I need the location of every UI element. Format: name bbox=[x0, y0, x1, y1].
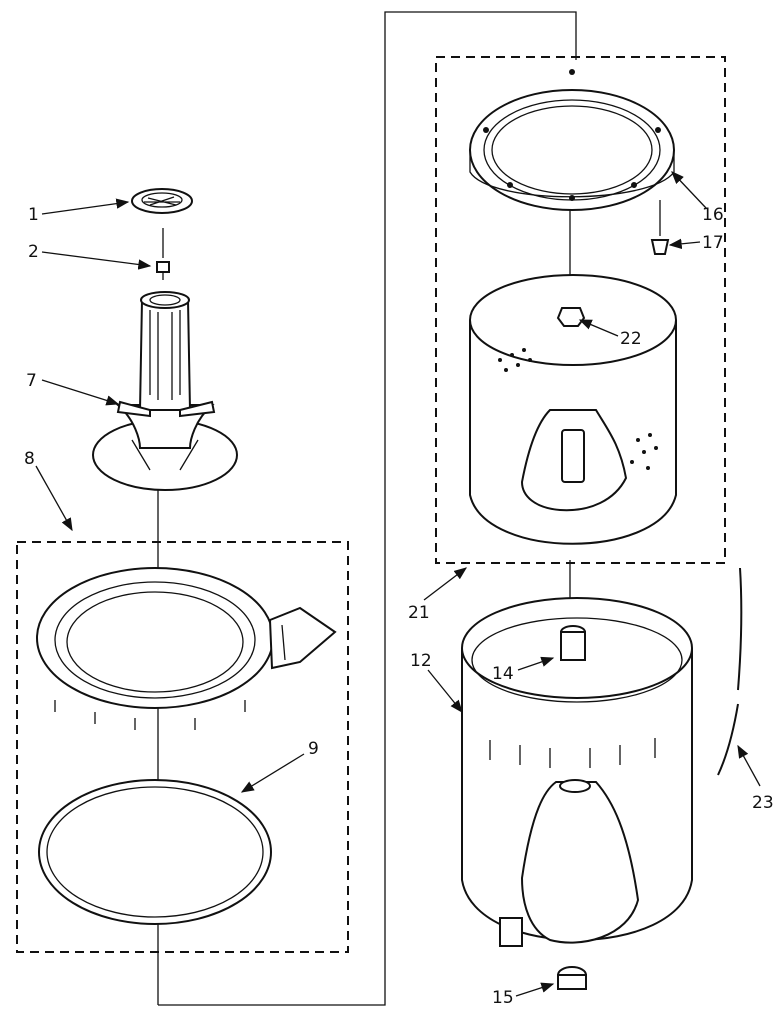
callout-arrows bbox=[35, 171, 761, 997]
assembly-8-box bbox=[16, 541, 349, 953]
drain-fitting-part bbox=[557, 966, 587, 990]
agitator-part bbox=[92, 291, 238, 491]
spin-basket-part bbox=[469, 274, 677, 545]
callout-23: 23 bbox=[752, 793, 774, 813]
tub-ring-part bbox=[36, 567, 337, 730]
callout-15: 15 bbox=[492, 988, 514, 1008]
callout-14: 14 bbox=[492, 664, 514, 684]
callout-labels: 1 2 7 8 9 12 14 15 16 17 21 22 23 bbox=[24, 205, 774, 1008]
balance-ring-part bbox=[469, 69, 675, 211]
callout-2: 2 bbox=[28, 242, 39, 262]
gasket-part bbox=[38, 779, 272, 925]
callout-21: 21 bbox=[408, 603, 430, 623]
retainer-bolt-part bbox=[156, 261, 170, 280]
callout-22: 22 bbox=[620, 329, 642, 349]
callout-9: 9 bbox=[308, 739, 319, 759]
hose-part bbox=[717, 567, 743, 776]
callout-8: 8 bbox=[24, 449, 35, 469]
callout-16: 16 bbox=[702, 205, 724, 225]
coupling-part bbox=[560, 625, 586, 661]
clip-part bbox=[650, 200, 670, 255]
callout-1: 1 bbox=[28, 205, 39, 225]
assembly-21-box bbox=[435, 56, 726, 564]
callout-7: 7 bbox=[26, 371, 37, 391]
basket-nut-part bbox=[556, 307, 586, 327]
agitator-cap-part bbox=[131, 188, 193, 214]
callout-12: 12 bbox=[410, 651, 432, 671]
callout-17: 17 bbox=[702, 233, 724, 253]
